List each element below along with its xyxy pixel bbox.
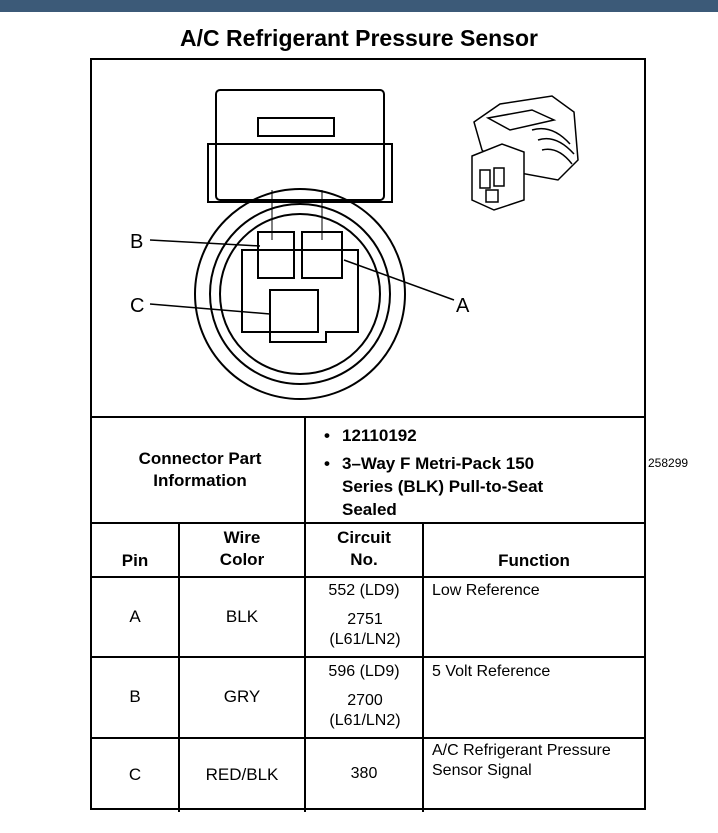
row-b-circuit-2: 2700 (L61/LN2) xyxy=(329,692,401,729)
connector-side-lines xyxy=(271,190,323,240)
row-a-circuit-2: 2751 (L61/LN2) xyxy=(329,611,401,648)
row-b-pin: B xyxy=(129,687,141,706)
table-top-border xyxy=(92,416,644,418)
header-top-border xyxy=(92,522,644,524)
leader-line-c xyxy=(149,303,271,315)
col-divider-1 xyxy=(178,522,180,812)
connector-part-number: 12110192 xyxy=(342,426,417,445)
row-a-circuit-1: 552 (LD9) xyxy=(328,582,400,599)
window-top-bar xyxy=(0,0,718,12)
iso-latch xyxy=(485,109,557,131)
page-title: A/C Refrigerant Pressure Sensor xyxy=(180,25,538,51)
iso-pin-2 xyxy=(493,167,505,187)
pin-label-b: B xyxy=(130,231,143,253)
connector-description: 3–Way F Metri-Pack 150 Series (BLK) Pull… xyxy=(342,454,544,519)
row-b-bottom-border xyxy=(92,737,644,739)
pin-leader-lines xyxy=(149,239,455,315)
figure-id: 258299 xyxy=(648,456,689,470)
connector-isometric-view xyxy=(471,95,579,211)
leader-line-a xyxy=(343,259,455,301)
connector-ring-2 xyxy=(209,203,391,385)
row-c-function: A/C Refrigerant Pressure Sensor Signal xyxy=(432,742,611,779)
row-c-circuit: 380 xyxy=(350,765,378,782)
header-circuit-no: Circuit No. xyxy=(337,528,391,569)
row-a-color: BLK xyxy=(225,607,259,626)
connector-bullet-1: •12110192 xyxy=(324,426,417,445)
connector-info-label: Connector Part Information xyxy=(138,449,262,490)
diagram-frame: B C A 258299 Connector Part Information … xyxy=(90,58,688,812)
row-b-circuit-1: 596 (LD9) xyxy=(328,663,400,680)
row-b-color: GRY xyxy=(223,687,261,706)
pin-label-a: A xyxy=(456,295,470,317)
connector-ring-3 xyxy=(219,213,381,375)
connector-housing-band xyxy=(207,143,393,203)
iso-ridges xyxy=(531,127,575,165)
row-c-pin: C xyxy=(128,765,142,784)
info-divider xyxy=(304,416,306,522)
iso-pin-1 xyxy=(479,169,491,189)
pin-cavity-b xyxy=(257,231,295,279)
pin-cavity-c xyxy=(269,289,319,333)
row-b-function: 5 Volt Reference xyxy=(432,663,551,680)
header-pin: Pin xyxy=(121,551,149,570)
connector-face-view xyxy=(194,89,406,400)
row-a-function: Low Reference xyxy=(432,582,540,599)
connector-bullet-2: •3–Way F Metri-Pack 150 Series (BLK) Pul… xyxy=(324,452,634,521)
connector-cavity-outline xyxy=(241,249,359,343)
connector-outer-ring xyxy=(194,188,406,400)
col-divider-3 xyxy=(422,522,424,812)
iso-pin-3 xyxy=(485,189,499,203)
col-divider-2 xyxy=(304,522,306,812)
row-a-pin: A xyxy=(129,607,141,626)
header-function: Function xyxy=(498,551,570,570)
connector-latch xyxy=(257,117,335,137)
pin-label-c: C xyxy=(130,295,144,317)
header-bottom-border xyxy=(92,576,644,578)
row-a-bottom-border xyxy=(92,656,644,658)
leader-line-b xyxy=(149,239,261,247)
connector-diagram: B C A xyxy=(130,89,579,400)
header-wire-color: Wire Color xyxy=(219,528,265,569)
row-c-color: RED/BLK xyxy=(205,765,279,784)
